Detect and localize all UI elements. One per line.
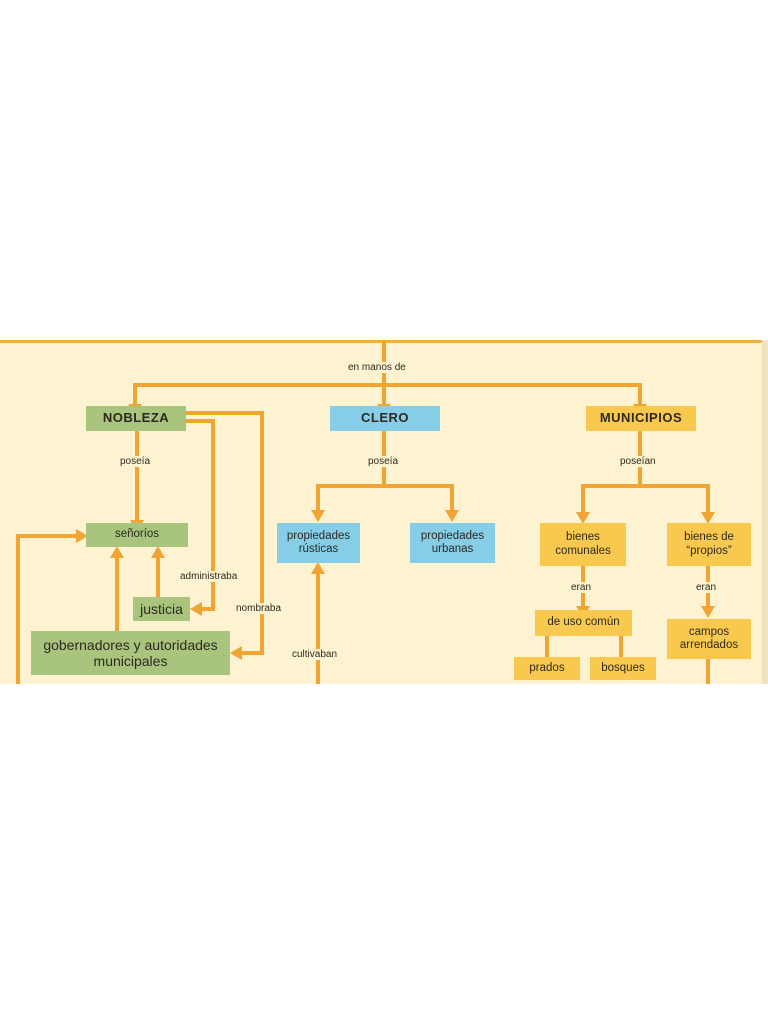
node-propiedades-rusticas: propiedades rústicas <box>277 523 360 563</box>
node-propiedades-urbanas: propiedades urbanas <box>410 523 495 563</box>
label-poseia-clero: poseía <box>366 456 401 467</box>
label-eran-propios: eran <box>694 582 719 593</box>
label-en-manos-de: en manos de <box>346 362 408 373</box>
node-bienes-comunales: bienes comunales <box>540 523 626 566</box>
connector-lines <box>16 340 715 684</box>
node-municipios: MUNICIPIOS <box>586 406 696 431</box>
label-administraba: administraba <box>178 571 240 582</box>
label-cultivaban: cultivaban <box>290 649 340 660</box>
node-bienes-propios: bienes de “propios” <box>667 523 751 566</box>
node-bosques: bosques <box>590 657 656 680</box>
node-de-uso-comun: de uso común <box>535 610 632 636</box>
node-nobleza: NOBLEZA <box>86 406 186 431</box>
label-poseian: poseían <box>618 456 658 467</box>
label-poseia-nobleza: poseía <box>118 456 153 467</box>
label-eran-comunales: eran <box>569 582 594 593</box>
label-nombraba: nombraba <box>234 603 284 614</box>
node-campos-arrendados: campos arrendados <box>667 619 751 659</box>
concept-map: en manos de poseía poseía poseían admini… <box>0 340 768 684</box>
node-senorios: señoríos <box>86 523 188 547</box>
node-prados: prados <box>514 657 580 680</box>
node-clero: CLERO <box>330 406 440 431</box>
node-gobernadores: gobernadores y autoridades municipales <box>31 631 230 675</box>
node-justicia: justicia <box>133 597 190 621</box>
